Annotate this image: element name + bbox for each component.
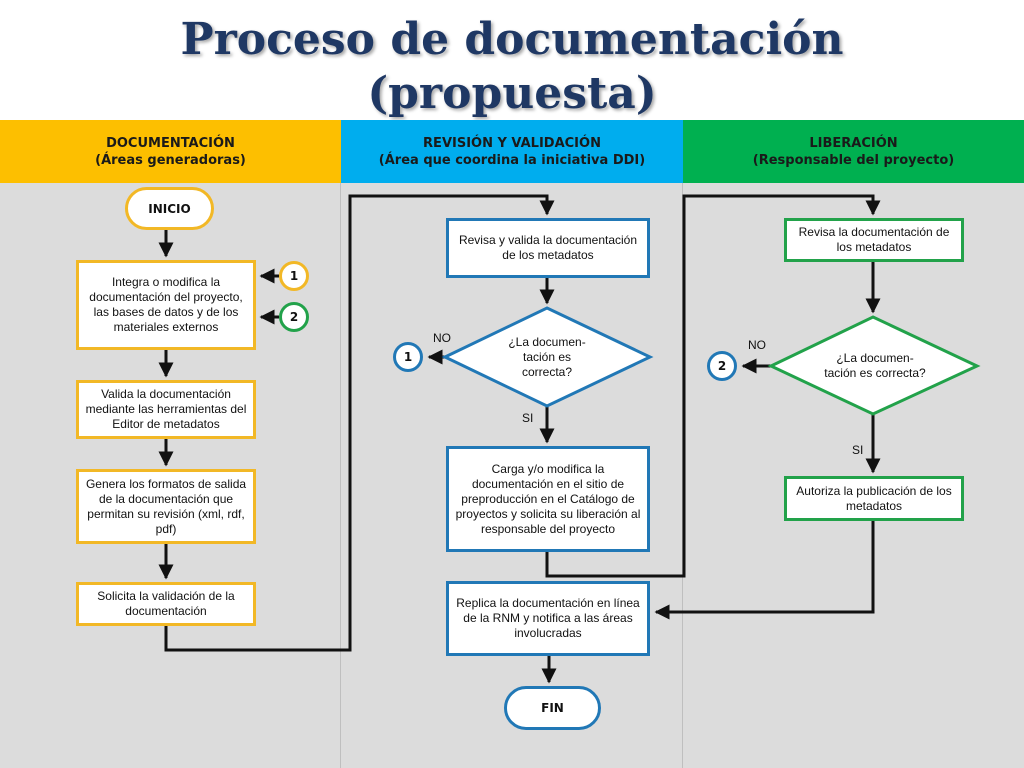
replica-text: Replica la documentación en línea de la … (456, 596, 640, 640)
solicita-step: Solicita la validación de la documentaci… (76, 582, 256, 626)
carga-text: Carga y/o modifica la documentación en e… (455, 461, 641, 536)
connector-label: 2 (289, 310, 299, 324)
revisa-liberacion-text: Revisa la documentación de los metadatos (798, 225, 950, 254)
lane-subtitle: (Responsable del proyecto) (752, 152, 955, 168)
page-title-line-2: (propuesta) (0, 70, 1024, 118)
replica-step: Replica la documentación en línea de la … (446, 581, 650, 656)
valida-step: Valida la documentación mediante las her… (76, 380, 256, 439)
carga-step: Carga y/o modifica la documentación en e… (446, 446, 650, 552)
label-no-liberacion: NO (748, 338, 766, 352)
decision-liberacion-diamond (767, 315, 981, 416)
lane-header-liberacion: LIBERACIÓN (Responsable del proyecto) (683, 120, 1024, 183)
lane-header-documentacion: DOCUMENTACIÓN (Áreas generadoras) (0, 120, 341, 183)
solicita-text: Solicita la validación de la documentaci… (97, 589, 235, 618)
revisa-valida-step: Revisa y valida la documentación de los … (446, 218, 650, 278)
end-label: FIN (541, 701, 564, 715)
autoriza-text: Autoriza la publicación de los metadatos (796, 483, 952, 513)
end-node: FIN (504, 686, 601, 730)
connector-1-lane1: 1 (279, 261, 309, 291)
connector-label: 1 (403, 350, 413, 364)
autoriza-step: Autoriza la publicación de los metadatos (784, 476, 964, 521)
connector-2-lane1: 2 (279, 302, 309, 332)
integra-step: Integra o modifica la documentación del … (76, 260, 256, 350)
arrow-solicita-revisa (164, 194, 555, 652)
connector-2-lane3: 2 (707, 351, 737, 381)
connector-label: 2 (717, 359, 727, 373)
label-si-liberacion: SI (852, 443, 864, 457)
integra-text: Integra o modifica la documentación del … (89, 275, 243, 334)
arrow-autoriza-replica (654, 521, 875, 620)
connector-1-lane2: 1 (393, 342, 423, 372)
title-line-1: Proceso de documentación (180, 14, 844, 65)
lane-title: REVISIÓN Y VALIDACIÓN (423, 135, 601, 151)
label-no-revision: NO (433, 331, 451, 345)
arrow-carga-revisa-lib (545, 194, 881, 578)
label-si-revision: SI (522, 411, 534, 425)
lane-header-revision: REVISIÓN Y VALIDACIÓN (Área que coordina… (341, 120, 683, 183)
lane-subtitle: (Área que coordina la iniciativa DDI) (378, 152, 646, 168)
page-title: Proceso de documentación (0, 16, 1024, 64)
revisa-valida-text: Revisa y valida la documentación de los … (458, 233, 638, 262)
start-node: INICIO (125, 187, 214, 230)
revisa-liberacion-step: Revisa la documentación de los metadatos (784, 218, 964, 262)
decision-liberacion-text: ¿La documen-tación es correcta? (824, 351, 926, 380)
title-line-2: (propuesta) (367, 68, 657, 119)
connector-label: 1 (289, 269, 299, 283)
decision-revision-text: ¿La documen-tación es correcta? (508, 334, 586, 379)
lane-subtitle: (Áreas generadoras) (95, 152, 246, 168)
genera-text: Genera los formatos de salida de la docu… (85, 476, 247, 536)
decision-revision-diamond (441, 306, 654, 408)
start-label: INICIO (148, 201, 191, 216)
valida-text: Valida la documentación mediante las her… (85, 387, 247, 431)
genera-step: Genera los formatos de salida de la docu… (76, 469, 256, 544)
lane-title: DOCUMENTACIÓN (106, 135, 235, 151)
lane-title: LIBERACIÓN (809, 135, 898, 151)
